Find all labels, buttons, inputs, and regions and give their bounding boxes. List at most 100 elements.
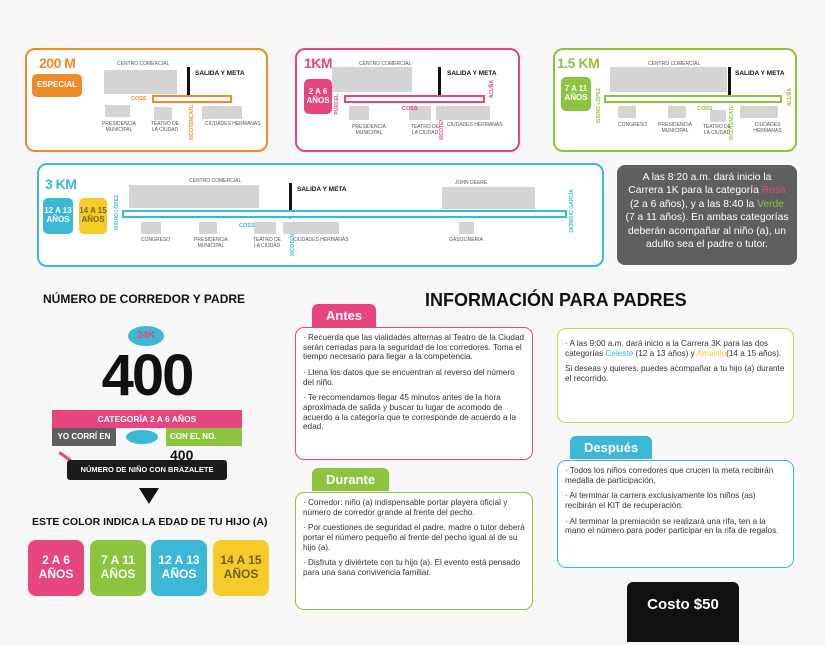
category-badge: 7 A 11 AÑOS	[561, 77, 591, 111]
landmark-block	[459, 222, 474, 234]
landmark-label: CIUDADES HERMANAS	[753, 122, 782, 134]
bib-con-label: CON EL NO.	[170, 432, 217, 441]
text: (12 a 13 años) y	[633, 348, 697, 358]
landmark-block	[409, 106, 431, 120]
landmark-label: CENTRO COMERCIAL	[117, 61, 170, 67]
antes-tab: Antes	[312, 304, 377, 327]
category-badge: 12 A 13 AÑOS	[43, 198, 73, 234]
landmark-label: CENTRO COMERCIAL	[359, 61, 412, 67]
bib-category-bar: CATEGORÍA 2 A 6 AÑOS	[52, 410, 242, 428]
age-heading: ESTE COLOR INDICA LA EDAD DE TU HIJO (A)	[32, 516, 268, 528]
map-1km: 1KM 2 A 6 AÑOS CENTRO COMERCIAL SALIDA Y…	[295, 48, 520, 152]
landmark-block	[349, 106, 369, 120]
route-road	[152, 95, 232, 103]
bib-con-el-no: CON EL NO. 400	[166, 428, 242, 463]
start-arrow-icon	[285, 183, 295, 219]
landmark-label: CIUDADES HERMANAS	[293, 237, 349, 243]
bib-number: 400	[101, 343, 195, 408]
landmark-block	[154, 107, 172, 120]
durante-item: · Por cuestiones de seguridad el padre, …	[303, 523, 525, 552]
age-badge-yellow: 14 A 15 AÑOS	[213, 540, 269, 596]
despues-tab: Después	[570, 436, 653, 459]
start-arrow-icon	[434, 67, 444, 103]
landmark-block	[332, 67, 412, 92]
landmark-block	[740, 106, 778, 118]
runner-bib: 24K 400 CATEGORÍA 2 A 6 AÑOS YO CORRÍ EN…	[52, 318, 242, 463]
age-badge-cyan: 12 A 13 AÑOS	[151, 540, 207, 596]
event-logo: 24K	[128, 326, 164, 346]
page-title: INFORMACIÓN PARA PADRES	[425, 290, 687, 310]
durante-tab: Durante	[312, 468, 390, 491]
carrera-3k-box: · A las 9:00 a.m. dará inicio a la Carre…	[557, 328, 794, 423]
highlight-verde: Verde	[757, 198, 784, 210]
cost-badge: Costo $50	[627, 582, 739, 642]
street-label: COSS	[697, 106, 713, 112]
street-label: ISIDRO LÓPEZ	[114, 195, 120, 231]
landmark-label: PRESIDENCIA MUNICIPAL	[352, 124, 386, 136]
despues-item: · Al terminar la premiación se realizará…	[565, 516, 779, 536]
start-arrow-icon	[724, 67, 734, 103]
street-label: ACUÑA	[489, 80, 495, 99]
category-badge: ESPECIAL	[32, 74, 82, 97]
text: · A las 9:00 a.m. dará inicio a la Carre…	[565, 339, 768, 358]
landmark-label: TEATRO DE LA CIUDAD	[150, 121, 180, 133]
antes-item: · Te recomendamos llegar 45 minutos ante…	[303, 393, 517, 432]
street-label: ISIDRO LÓPEZ	[596, 88, 602, 124]
landmark-label: CENTRO COMERCIAL	[648, 61, 701, 67]
info-text: (7 a 11 años). En ambas categorías deber…	[625, 212, 789, 250]
street-label: COSS	[402, 106, 418, 112]
landmark-label: PRESIDENCIA MUNICIPAL	[194, 237, 228, 249]
despues-box: · Todos los niños corredores que crucen …	[557, 460, 794, 568]
map-title: 200 M	[39, 55, 76, 71]
landmark-label: PRESIDENCIA MUNICIPAL	[102, 121, 136, 133]
landmark-block	[199, 222, 217, 234]
landmark-block	[618, 106, 636, 118]
landmark-label: TEATRO DE LA CIUDAD	[252, 237, 282, 249]
landmark-label: PRESIDENCIA MUNICIPAL	[658, 122, 692, 134]
down-arrow-icon	[139, 488, 159, 504]
age-badge-green: 7 A 11 AÑOS	[90, 540, 146, 596]
info-text: A las 8:20 a.m. dará inicio la Carrera 1…	[628, 172, 772, 197]
landmark-label: CENTRO COMERCIAL	[189, 178, 242, 184]
durante-box: · Corredor: niño (a) indispensable porta…	[295, 492, 533, 610]
carrera-3k-text: · A las 9:00 a.m. dará inicio a la Carre…	[565, 339, 786, 358]
route-road	[122, 210, 567, 218]
highlight-amarillo: Amarillo	[696, 348, 727, 358]
street-label: COSS	[131, 96, 147, 102]
map-title: 1.5 KM	[557, 55, 600, 71]
landmark-block	[436, 106, 490, 120]
bib-heading: NÚMERO DE CORREDOR Y PADRE	[43, 292, 246, 306]
text: (14 a 15 años).	[726, 348, 782, 358]
info-1k-box: A las 8:20 a.m. dará inicio la Carrera 1…	[617, 165, 797, 265]
category-badge: 14 A 15 AÑOS	[79, 198, 107, 234]
category-badge: 2 A 6 AÑOS	[304, 79, 332, 114]
route-road	[344, 95, 485, 103]
bracelet-note: NÚMERO DE NIÑO CON BRAZALETE	[67, 460, 227, 480]
antes-item: · Llena los datos que se encuentran al r…	[303, 368, 515, 387]
start-finish-label: SALIDA Y META	[447, 70, 497, 77]
route-road	[604, 95, 782, 103]
map-3km: 3 KM 12 A 13 AÑOS 14 A 15 AÑOS CENTRO CO…	[37, 163, 604, 267]
landmark-label: TEATRO DE LA CIUDAD	[702, 124, 732, 136]
map-title: 1KM	[304, 55, 333, 71]
durante-item: · Corredor: niño (a) indispensable porta…	[303, 498, 508, 517]
street-label: COSS	[239, 223, 255, 229]
bib-category: CATEGORÍA 2 A 6 AÑOS	[97, 414, 197, 424]
despues-item: · Todos los niños corredores que crucen …	[565, 466, 774, 485]
landmark-label: TEATRO DE LA CIUDAD	[410, 124, 440, 136]
start-finish-label: SALIDA Y META	[195, 70, 245, 77]
landmark-block	[105, 105, 130, 117]
start-arrow-icon	[183, 67, 193, 103]
highlight-celeste: Celeste	[605, 348, 634, 358]
landmark-block	[710, 110, 726, 122]
map-200m: 200 M ESPECIAL CENTRO COMERCIAL SALIDA Y…	[25, 48, 268, 152]
street-label: DIONISIO GARCÍA	[569, 189, 575, 233]
landmark-label: GASOLINERIA	[449, 237, 483, 243]
landmark-label: CIUDADES HERMANAS	[205, 121, 261, 127]
landmark-label: JOHN DEERE	[455, 180, 488, 186]
info-text: (2 a 6 años), y a las 8:40 la	[630, 198, 758, 210]
landmark-block	[129, 185, 259, 208]
start-finish-label: SALIDA Y META	[297, 186, 347, 193]
durante-item: · Disfruta y diviértete con tu hijo (a).…	[303, 558, 521, 578]
highlight-rosa: Rosa	[761, 185, 786, 197]
